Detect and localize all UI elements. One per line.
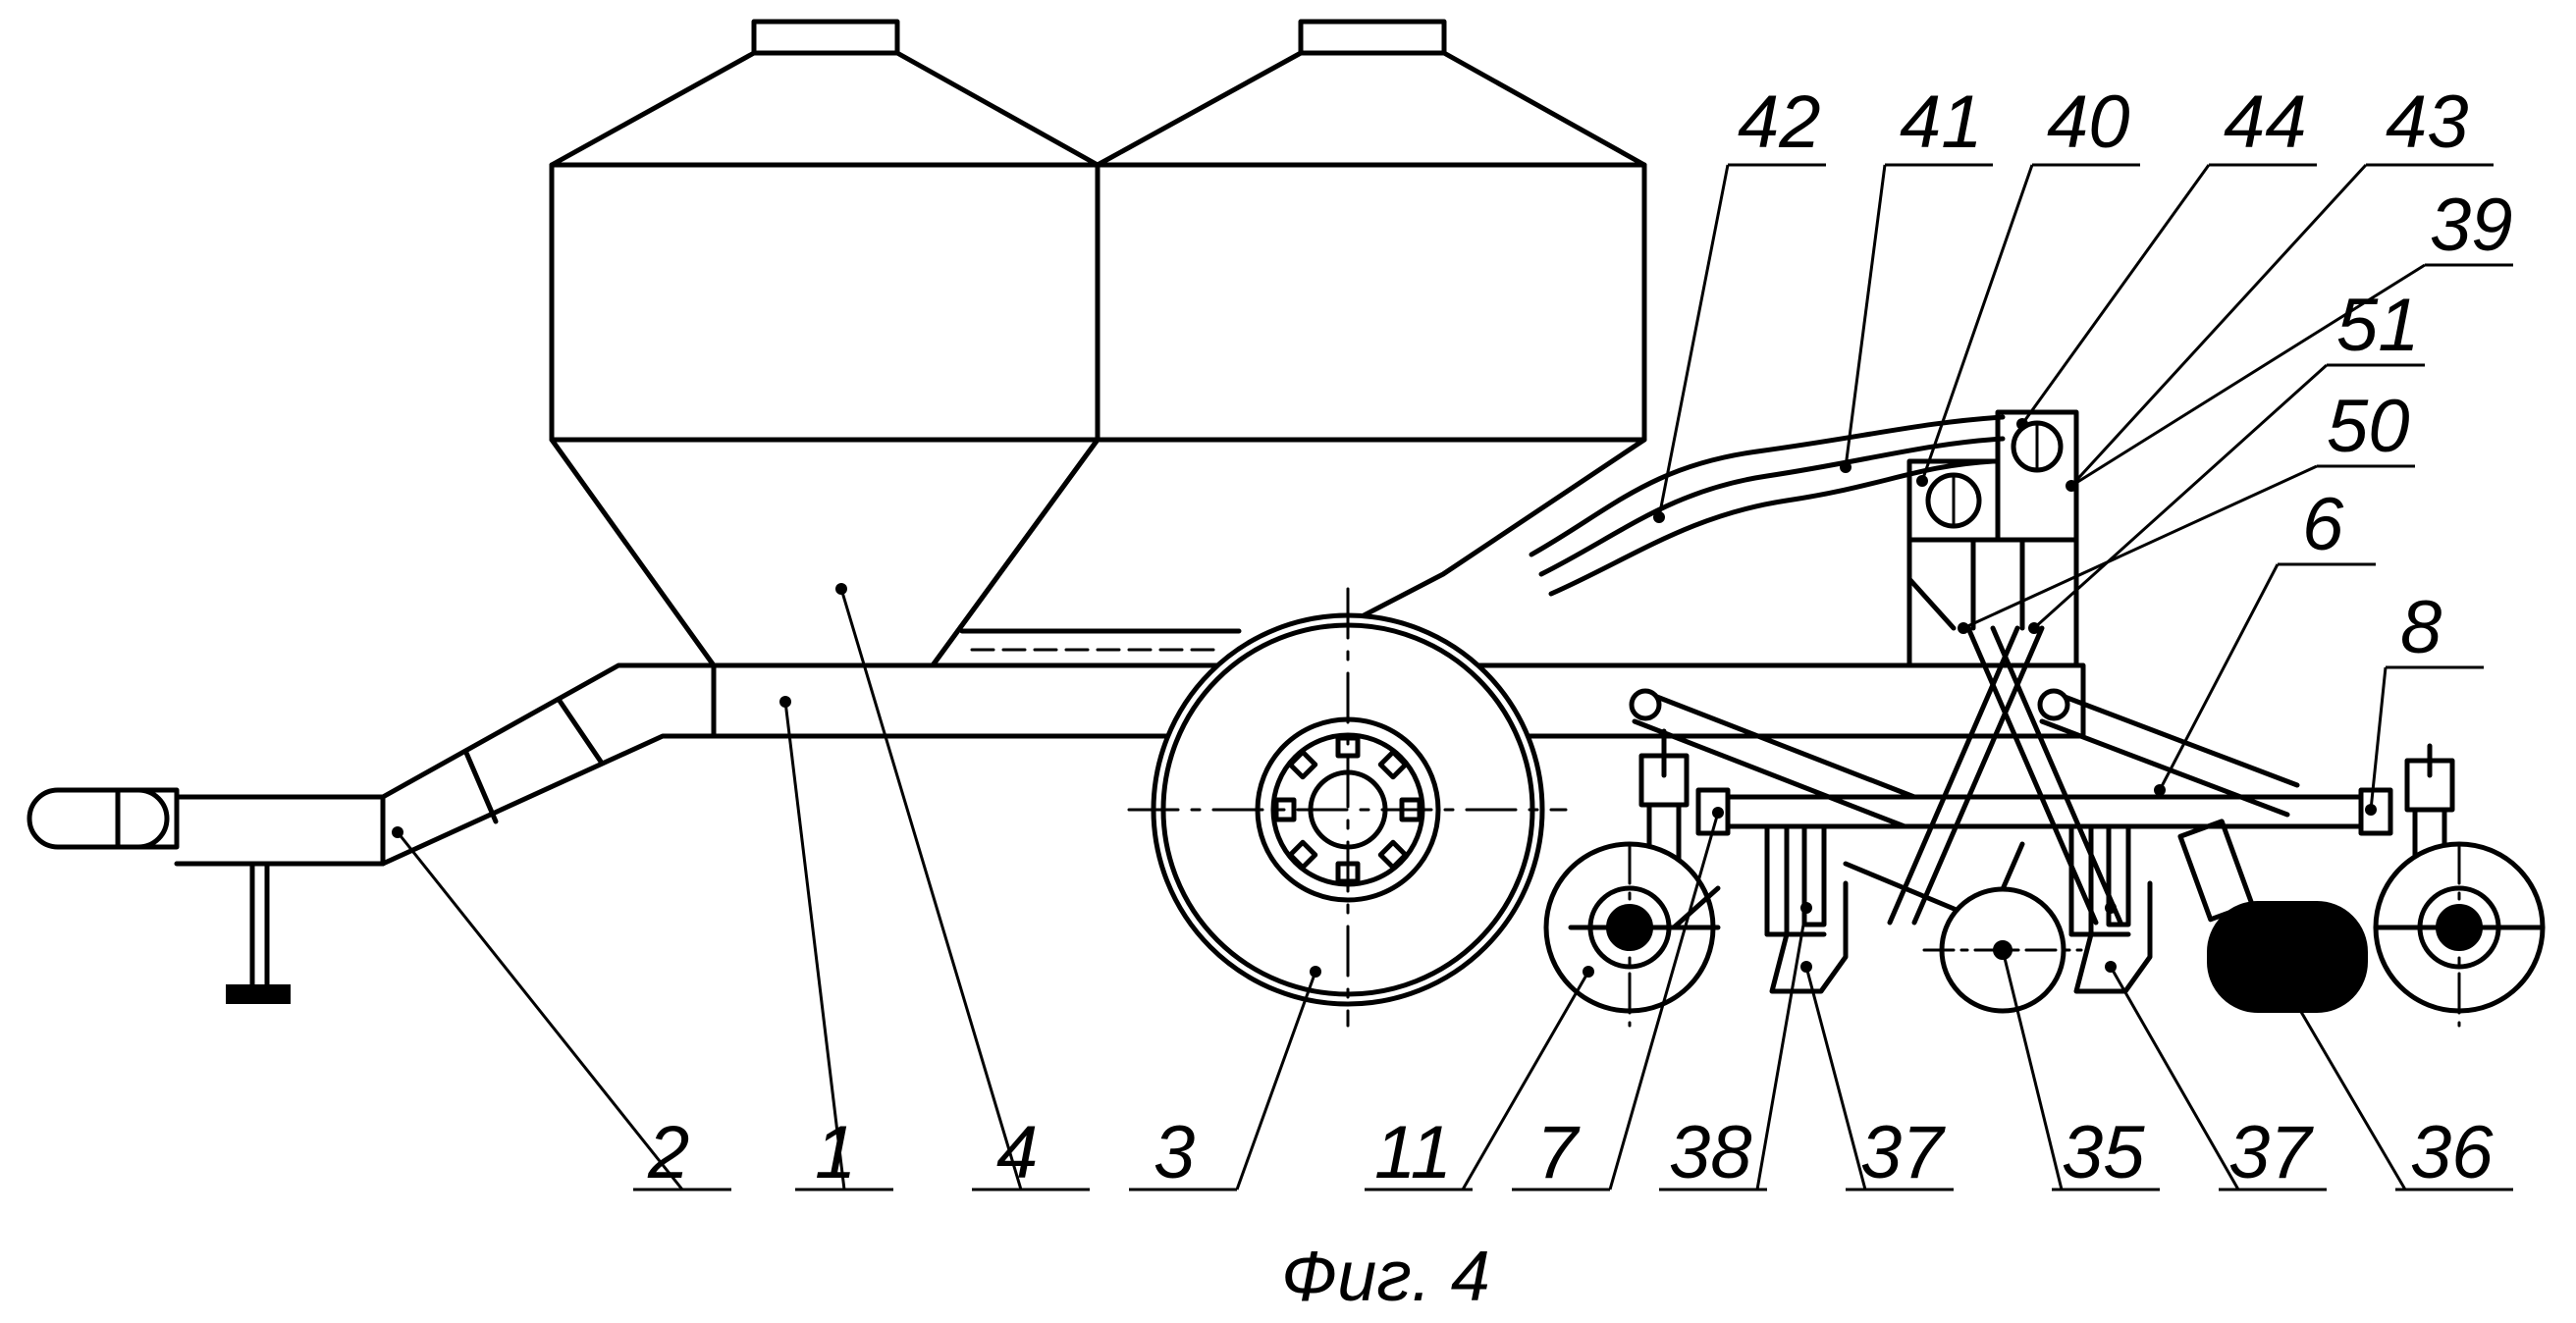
label-35: 35 — [2062, 1111, 2145, 1194]
label-37-right: 37 — [2228, 1111, 2314, 1194]
hopper-bottom-tube — [959, 628, 1242, 652]
opener-left — [1764, 823, 1966, 994]
label-36: 36 — [2410, 1111, 2494, 1194]
label-43: 43 — [2386, 80, 2469, 164]
label-51: 51 — [2336, 284, 2420, 367]
label-3: 3 — [1154, 1111, 1195, 1194]
label-4: 4 — [996, 1111, 1038, 1194]
label-40: 40 — [2047, 80, 2130, 164]
label-37-left: 37 — [1860, 1111, 1946, 1194]
label-38: 38 — [1669, 1111, 1752, 1194]
roller — [2177, 819, 2368, 1013]
label-41: 41 — [1900, 80, 1983, 164]
distributor-towers — [1906, 409, 2079, 668]
label-39: 39 — [2430, 184, 2513, 267]
gauge-wheel-left — [1543, 728, 1721, 1028]
label-44: 44 — [2224, 80, 2307, 164]
label-42: 42 — [1738, 80, 1821, 164]
transport-wheel — [1127, 587, 1568, 1028]
leader-lines — [396, 163, 2513, 1191]
label-1: 1 — [815, 1111, 856, 1194]
label-6: 6 — [2302, 483, 2344, 566]
label-8: 8 — [2400, 586, 2442, 669]
gauge-wheel-right — [2373, 743, 2546, 1028]
label-50: 50 — [2327, 385, 2410, 468]
hopper-left — [549, 19, 1100, 668]
label-2: 2 — [647, 1111, 689, 1194]
reference-numbers: 42 41 40 44 43 39 51 50 6 8 2 1 4 3 11 7… — [647, 80, 2513, 1194]
air-pipes — [1529, 414, 2006, 597]
press-wheel — [1922, 841, 2083, 1014]
label-7: 7 — [1536, 1111, 1581, 1194]
parallel-links — [1629, 625, 2300, 926]
label-11: 11 — [1374, 1111, 1452, 1194]
drawbar — [27, 662, 717, 1004]
hopper-right — [930, 19, 1647, 668]
figure-caption: Фиг. 4 — [1281, 1238, 1490, 1316]
